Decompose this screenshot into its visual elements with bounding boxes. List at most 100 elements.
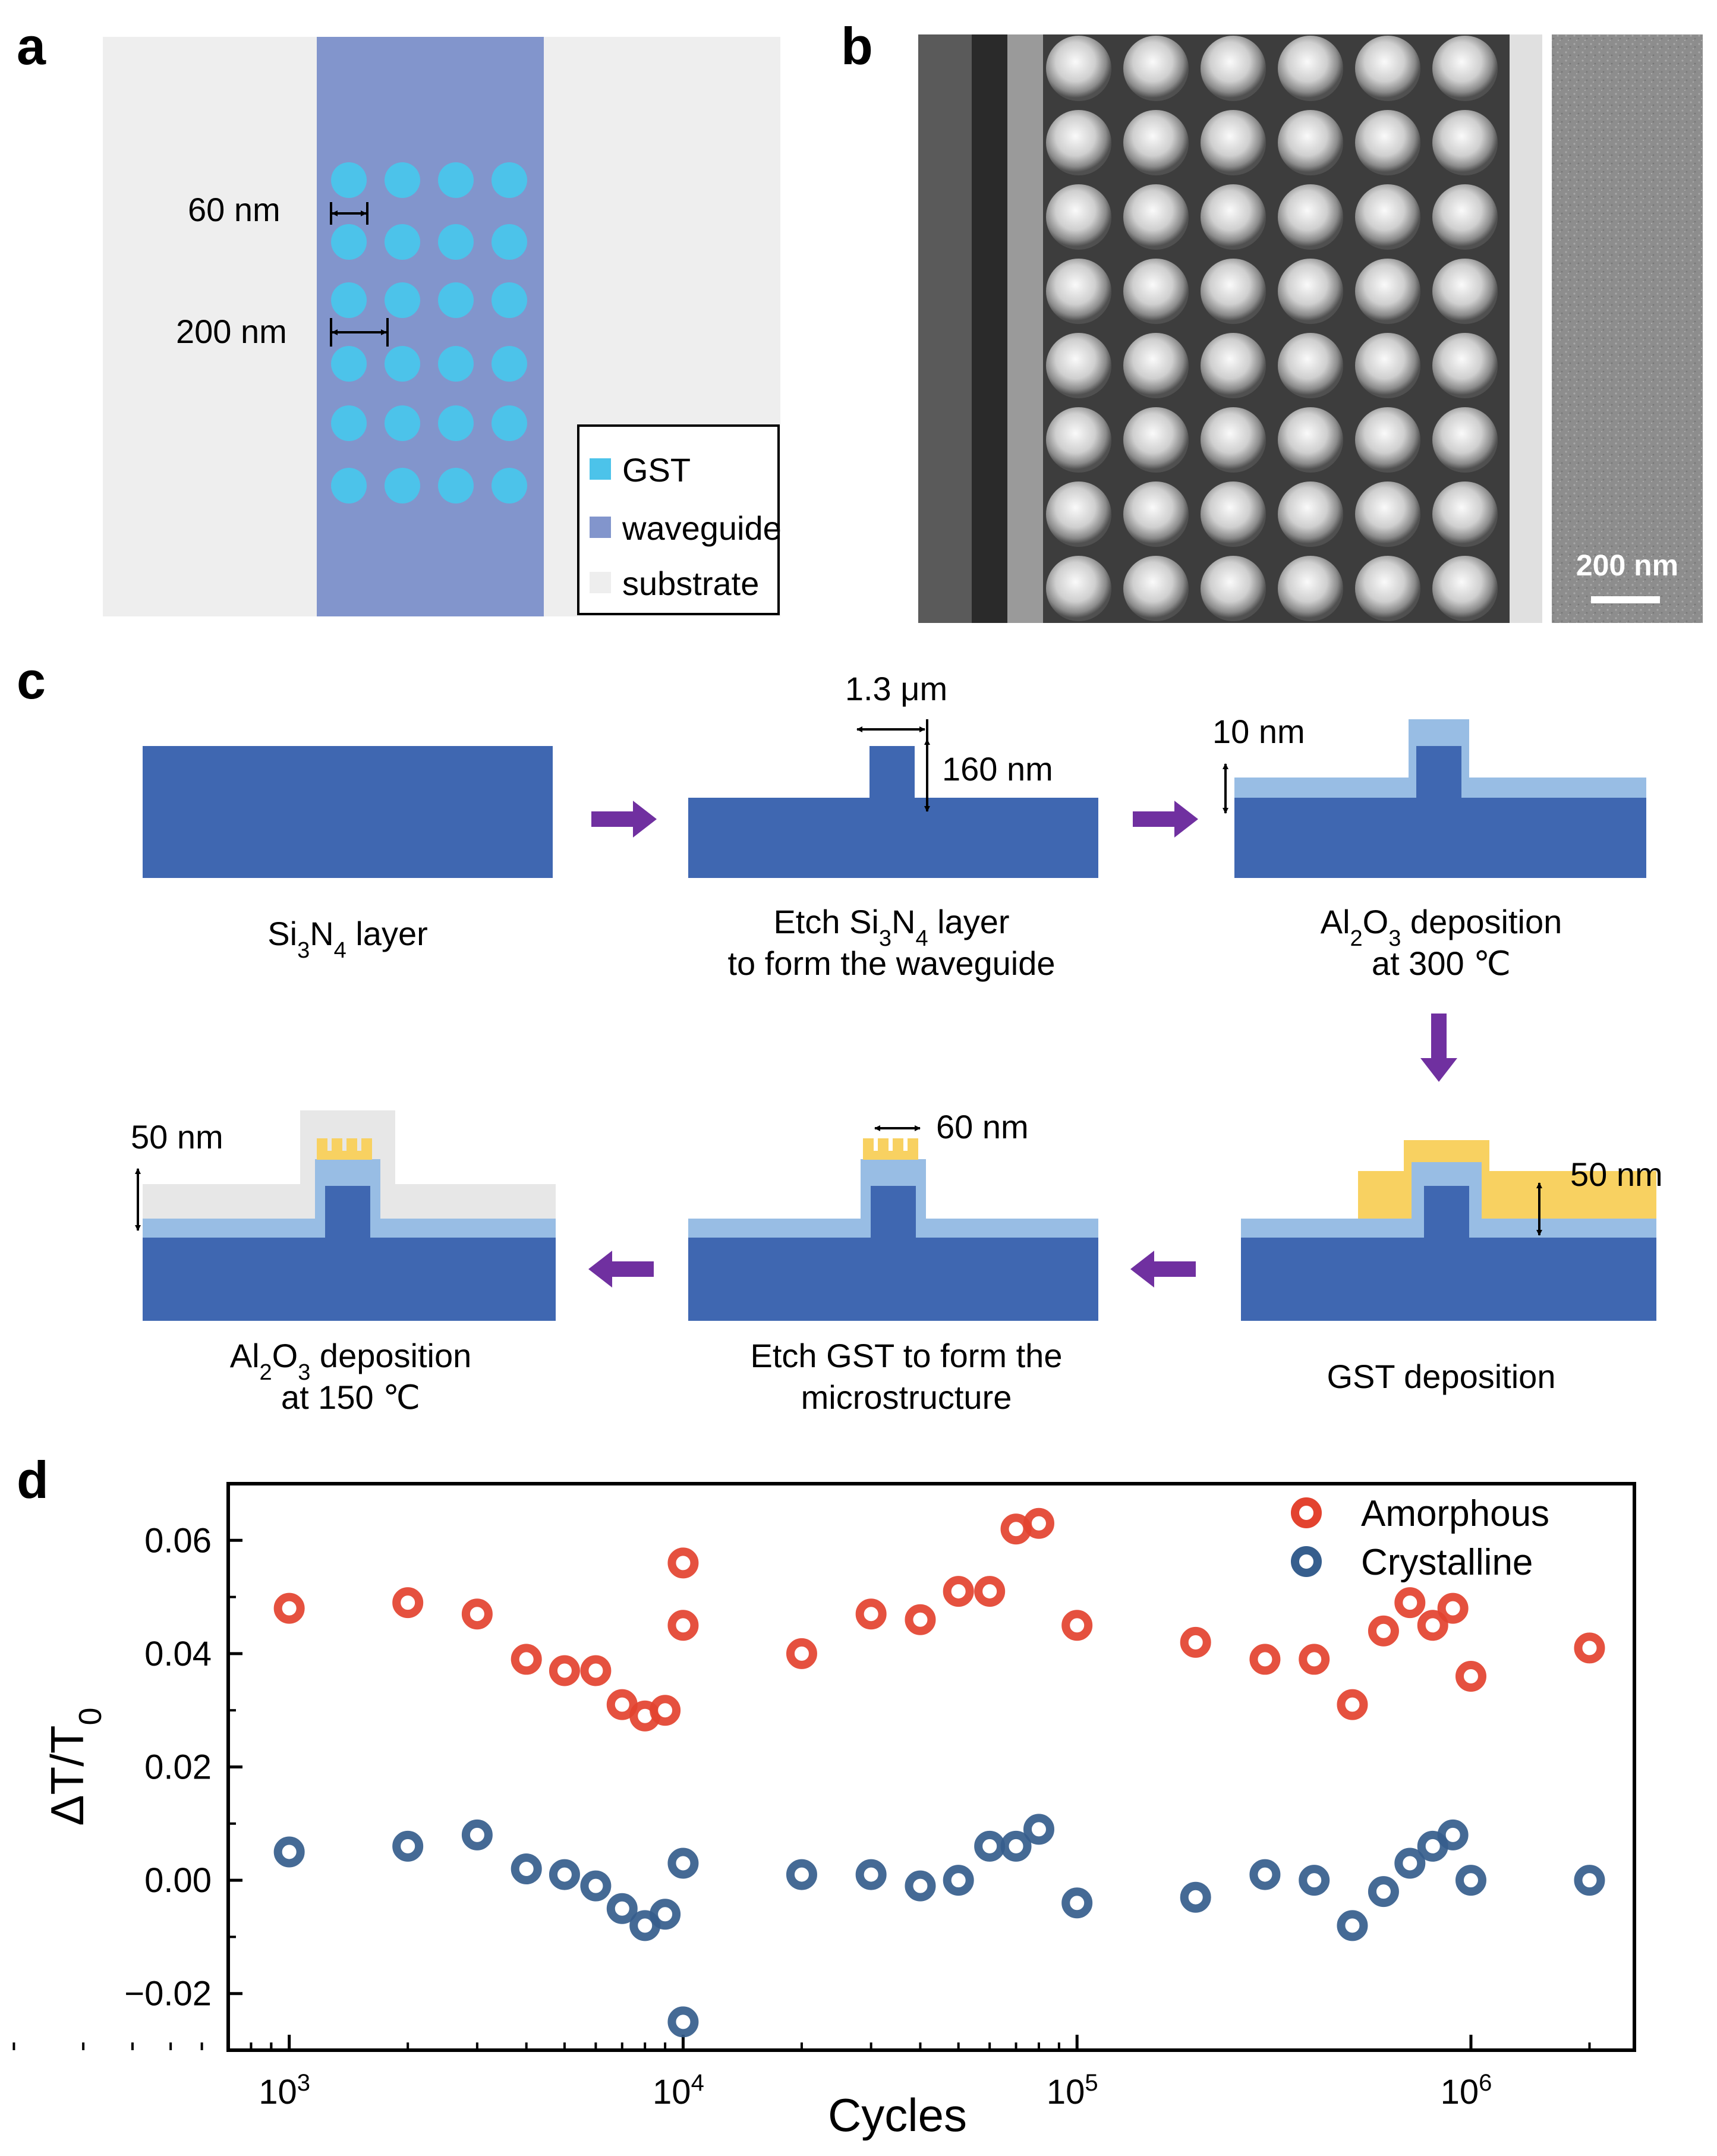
x-tick-label: 103 <box>259 2070 310 2111</box>
waveguide-region <box>317 37 544 616</box>
gst-dot <box>438 162 474 198</box>
sem-pillar <box>1123 481 1189 547</box>
step-caption-6: at 150 ℃ <box>281 1378 420 1416</box>
sem-pillar <box>1201 110 1266 175</box>
sem-pillar <box>1046 333 1111 398</box>
sem-pillar <box>1432 259 1498 324</box>
legend-marker-crystalline <box>1291 1546 1322 1577</box>
x-tick-label: 105 <box>1047 2070 1098 2111</box>
data-point-crystalline <box>1437 1819 1469 1850</box>
sem-pillar <box>1046 481 1111 547</box>
sem-pillar <box>1123 407 1189 473</box>
sem-pillar <box>1278 259 1343 324</box>
gst-dot <box>438 346 474 382</box>
sem-pillar <box>1278 184 1343 250</box>
data-point-amorphous <box>650 1695 681 1726</box>
data-point-amorphous <box>1437 1592 1469 1624</box>
data-point-amorphous <box>1061 1610 1093 1641</box>
data-point-crystalline <box>1061 1887 1093 1919</box>
y-tick-label: −0.02 <box>124 1975 212 2013</box>
data-point-crystalline <box>1394 1847 1426 1879</box>
data-point-crystalline <box>667 2006 699 2038</box>
data-point-amorphous <box>580 1655 612 1686</box>
data-point-crystalline <box>905 1870 936 1902</box>
gst-dot <box>331 282 367 318</box>
gst-dot <box>492 468 527 503</box>
gst-dot <box>438 468 474 503</box>
sem-pillar <box>1201 407 1266 473</box>
sem-pillar <box>1432 184 1498 250</box>
x-tick-label: 104 <box>653 2070 704 2111</box>
legend-label-crystalline: Crystalline <box>1361 1542 1533 1583</box>
sem-pillar <box>1123 333 1189 398</box>
data-point-amorphous <box>905 1604 936 1635</box>
gst-dot <box>438 282 474 318</box>
sem-pillar <box>1201 184 1266 250</box>
gst-dot <box>385 282 420 318</box>
data-point-amorphous <box>549 1655 580 1686</box>
sem-pillar <box>1432 110 1498 175</box>
flow-arrow-5-to-6 <box>588 1251 654 1288</box>
data-point-amorphous <box>273 1592 305 1624</box>
data-point-amorphous <box>1337 1689 1368 1720</box>
data-point-amorphous <box>943 1576 974 1607</box>
gst-dot <box>331 468 367 503</box>
step-caption-3: at 300 ℃ <box>1372 945 1511 982</box>
data-point-amorphous <box>1249 1644 1281 1675</box>
sem-pillar <box>1123 259 1189 324</box>
data-point-crystalline <box>1249 1859 1281 1890</box>
legend-swatch-waveguide <box>590 517 611 538</box>
legend-label-amorphous: Amorphous <box>1361 1493 1549 1534</box>
panel-label-b: b <box>841 17 873 75</box>
gst-dot <box>385 405 420 441</box>
flow-arrow-2-to-3 <box>1133 801 1198 838</box>
data-point-amorphous <box>1299 1644 1330 1675</box>
sem-pillar <box>1201 333 1266 398</box>
legend-label-substrate: substrate <box>622 565 759 602</box>
sem-pillar <box>1355 333 1420 398</box>
scale-bar <box>1591 596 1660 603</box>
data-point-crystalline <box>1180 1881 1211 1913</box>
panel-b-sem-image: 200 nm <box>918 34 1703 623</box>
dimension-label-gst-50nm: 50 nm <box>1570 1156 1663 1193</box>
gst-dot <box>492 282 527 318</box>
y-tick-label: 0.04 <box>144 1635 212 1673</box>
sem-pillar <box>1278 407 1343 473</box>
sem-pillar <box>1278 481 1343 547</box>
panel-a-legend: GST waveguide substrate <box>577 424 782 615</box>
sem-pillar <box>1046 407 1111 473</box>
sem-pillar <box>1046 259 1111 324</box>
gst-dot <box>331 405 367 441</box>
data-point-amorphous <box>1394 1587 1426 1619</box>
step-caption-3: Al2O3 deposition <box>1321 903 1562 951</box>
gst-dot <box>438 405 474 441</box>
sem-pillar <box>1432 407 1498 473</box>
panel-label-c: c <box>17 651 46 710</box>
legend-label-waveguide: waveguide <box>622 509 782 547</box>
sem-pillar <box>1355 407 1420 473</box>
sem-pillar <box>1432 556 1498 621</box>
gst-dot <box>492 346 527 382</box>
data-point-crystalline <box>1000 1830 1032 1862</box>
gst-dot <box>385 346 420 382</box>
data-point-amorphous <box>606 1689 638 1720</box>
sem-pillar <box>1355 184 1420 250</box>
y-tick-label: 0.02 <box>144 1748 212 1787</box>
sem-pillar <box>1278 36 1343 101</box>
data-point-crystalline <box>1023 1814 1054 1845</box>
gst-dot <box>385 224 420 260</box>
data-point-crystalline <box>1299 1865 1330 1896</box>
gst-dot <box>492 224 527 260</box>
data-point-amorphous <box>392 1587 424 1619</box>
data-point-crystalline <box>855 1859 887 1890</box>
data-point-crystalline <box>786 1859 817 1890</box>
data-point-amorphous <box>1023 1507 1054 1539</box>
data-point-amorphous <box>461 1598 493 1630</box>
gst-dot <box>492 162 527 198</box>
chart-points <box>273 1507 1605 2038</box>
sem-pillar <box>1046 184 1111 250</box>
sem-pillar <box>1046 556 1111 621</box>
dimension-label-top-al2o3: 50 nm <box>131 1118 223 1156</box>
